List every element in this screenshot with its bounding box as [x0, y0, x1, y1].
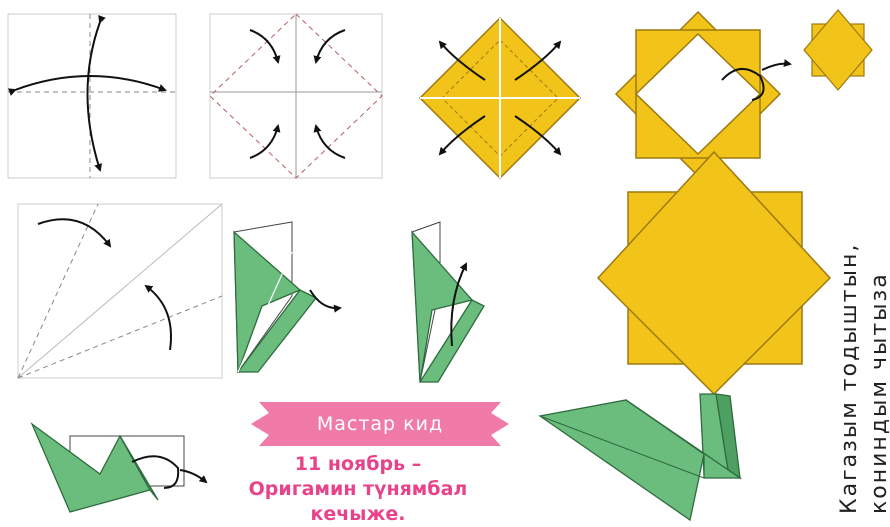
large-stem-leaf [540, 394, 740, 520]
side-text-line-1: Кагазым тодыштын, [835, 114, 865, 514]
step-4-square-with-window [616, 12, 790, 176]
caption-line-2: Оригамин түнямбал [196, 477, 520, 502]
step-3-yellow-diamond [420, 18, 580, 178]
step-5-small-flower [804, 10, 872, 90]
step-1-square-center-folds [8, 14, 176, 178]
step-6-stem-sheet [18, 204, 222, 378]
event-caption: 11 ноябрь – Оригамин түнямбал кечыже. [196, 452, 520, 527]
badge-label: Мастар кид [259, 402, 501, 446]
caption-line-1: 11 ноябрь – [196, 452, 520, 477]
step-8-green-stem-fold [412, 222, 484, 382]
side-vertical-text: Кагазым тодыштын, кониндым чытыза [835, 114, 890, 514]
side-text-line-2: кониндым чытыза [865, 114, 890, 514]
caption-line-3: кечыже. [196, 502, 520, 527]
small-leaf-step [32, 424, 206, 512]
large-yellow-flower [598, 152, 830, 394]
step-2-corners-to-center [210, 14, 382, 178]
step-7-green-stem [234, 222, 340, 372]
